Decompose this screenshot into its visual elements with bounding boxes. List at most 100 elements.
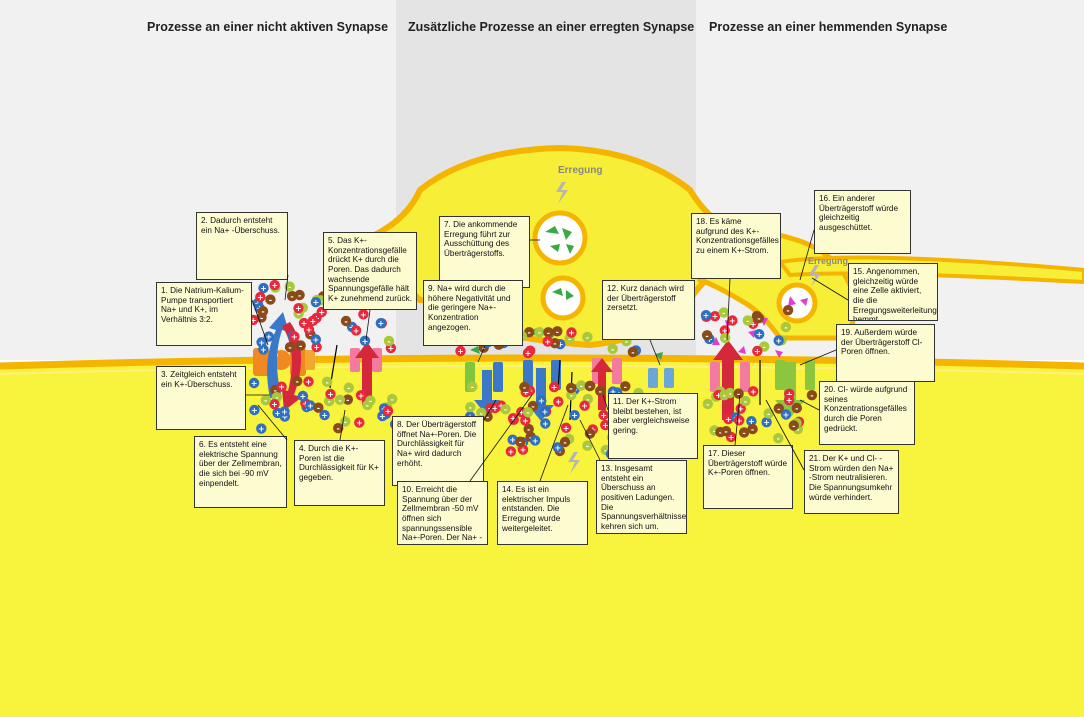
ion-charge-symbol: +: [301, 319, 308, 328]
note-5: 5. Das K+-Konzentrationsgefälle drückt K…: [323, 232, 417, 310]
ion-charge-symbol: -: [528, 328, 531, 337]
ion: [752, 345, 763, 357]
ion-charge-symbol: +: [295, 304, 302, 313]
ion: [354, 417, 365, 428]
ion-charge-symbol: +: [257, 293, 264, 302]
ion-charge-symbol: +: [508, 447, 515, 456]
ion-charge-symbol: -: [744, 397, 747, 406]
ion: [723, 413, 734, 425]
note-15: 15. Angenommen, gleichzeitig würde eine …: [848, 263, 938, 321]
ion: [355, 390, 367, 401]
ion-charge-symbol: -: [568, 334, 571, 343]
ion-charge-symbol: +: [313, 343, 320, 352]
ion-charge-symbol: +: [379, 412, 386, 421]
ion-charge-symbol: +: [522, 388, 529, 397]
ion-charge-symbol: -: [588, 430, 591, 439]
ion-charge-symbol: +: [600, 411, 607, 420]
lightning-icon: [568, 452, 580, 474]
ion-charge-symbol: -: [547, 328, 550, 337]
header-excited-synapse: Zusätzliche Prozesse an einer erregten S…: [408, 20, 695, 34]
ion-charge-symbol: -: [288, 343, 291, 352]
ion: [342, 394, 353, 405]
ion: [258, 282, 269, 294]
ion-charge-symbol: -: [810, 391, 813, 400]
note-3: 3. Zeitgleich entsteht ein K+-Überschuss…: [156, 366, 246, 430]
ion-charge-symbol: -: [328, 397, 331, 406]
ion-charge-symbol: -: [599, 387, 602, 396]
ion-charge-symbol: +: [307, 402, 314, 411]
ion: [365, 395, 376, 406]
ion: [467, 381, 478, 392]
ion: [292, 375, 303, 387]
ion: [294, 289, 305, 301]
ion: [248, 377, 260, 389]
ion-charge-symbol: +: [318, 308, 325, 317]
ion: [719, 390, 730, 401]
ion-charge-symbol: +: [260, 284, 267, 293]
ion: [548, 381, 560, 393]
ion: [740, 395, 751, 407]
ion: [543, 327, 554, 338]
ion-charge-symbol: +: [756, 330, 763, 339]
ion-charge-symbol: +: [306, 326, 313, 335]
erregung-label: Erregung: [558, 165, 603, 176]
ion-charge-symbol: +: [703, 311, 710, 320]
note-4: 4. Durch die K+-Poren ist die Durchlässi…: [294, 440, 385, 506]
k-pore-right: [710, 362, 750, 392]
k-arrow-middle: [591, 358, 613, 410]
ion-charge-symbol: -: [625, 337, 628, 346]
pore-grey-left: [305, 350, 315, 370]
ion-charge-symbol: -: [586, 395, 589, 404]
ion-charge-symbol: +: [750, 387, 757, 396]
ion-charge-symbol: -: [344, 317, 347, 326]
ion: [387, 393, 398, 405]
ion-charge-symbol: -: [298, 291, 301, 300]
ion-charge-symbol: +: [281, 407, 288, 416]
note-20: 20. Cl- würde aufgrund seines Konzentrat…: [819, 381, 915, 445]
ion-charge-symbol: +: [525, 349, 532, 358]
ion-charge-symbol: +: [563, 424, 570, 433]
ion-charge-symbol: -: [723, 334, 726, 343]
ion-charge-symbol: -: [274, 386, 277, 395]
ion: [806, 390, 818, 401]
ion: [607, 343, 618, 354]
ion: [522, 347, 534, 359]
ion: [284, 342, 296, 353]
ion: [738, 427, 750, 438]
ion-charge-symbol: -: [742, 428, 745, 437]
note-6: 6. Es entsteht eine elektrische Spannung…: [194, 436, 287, 508]
ion-charge-symbol: +: [510, 414, 517, 423]
ion-charge-symbol: -: [523, 383, 526, 392]
ion-charge-symbol: +: [542, 420, 549, 429]
ion-charge-symbol: -: [705, 331, 708, 340]
ion-charge-symbol: -: [261, 307, 264, 316]
k-arrow-left-pore: [355, 342, 379, 405]
ion-charge-symbol: -: [569, 384, 572, 393]
ion: [383, 335, 395, 347]
ion-charge-symbol: +: [258, 338, 265, 347]
ion-charge-symbol: -: [346, 396, 349, 405]
ion-charge-symbol: +: [736, 416, 743, 425]
ion-charge-symbol: +: [763, 418, 770, 427]
ion-charge-symbol: +: [300, 392, 307, 401]
ion: [534, 327, 545, 338]
ion-charge-symbol: -: [486, 413, 489, 422]
ion: [310, 334, 321, 345]
vesicle-1: [532, 210, 588, 266]
note-7: 7. Die ankommende Erregung führt zur Aus…: [439, 216, 530, 288]
ion-charge-symbol: -: [538, 328, 541, 337]
ion: [720, 426, 732, 437]
ion-charge-symbol: -: [631, 348, 634, 357]
ion: [701, 330, 713, 341]
ion-charge-symbol: +: [271, 400, 278, 409]
note-13: 13. Insgesamt entsteht ein Überschuss an…: [596, 460, 687, 534]
ion-charge-symbol: -: [317, 404, 320, 413]
ion: [566, 327, 577, 338]
ion-charge-symbol: -: [347, 384, 350, 393]
ion-charge-symbol: +: [544, 338, 551, 347]
ion: [600, 419, 611, 431]
ion-charge-symbol: +: [729, 317, 736, 326]
ion-charge-symbol: +: [532, 436, 539, 445]
ion-charge-symbol: +: [554, 443, 561, 452]
header-inhibitory-synapse: Prozesse an einer hemmenden Synapse: [709, 20, 948, 34]
